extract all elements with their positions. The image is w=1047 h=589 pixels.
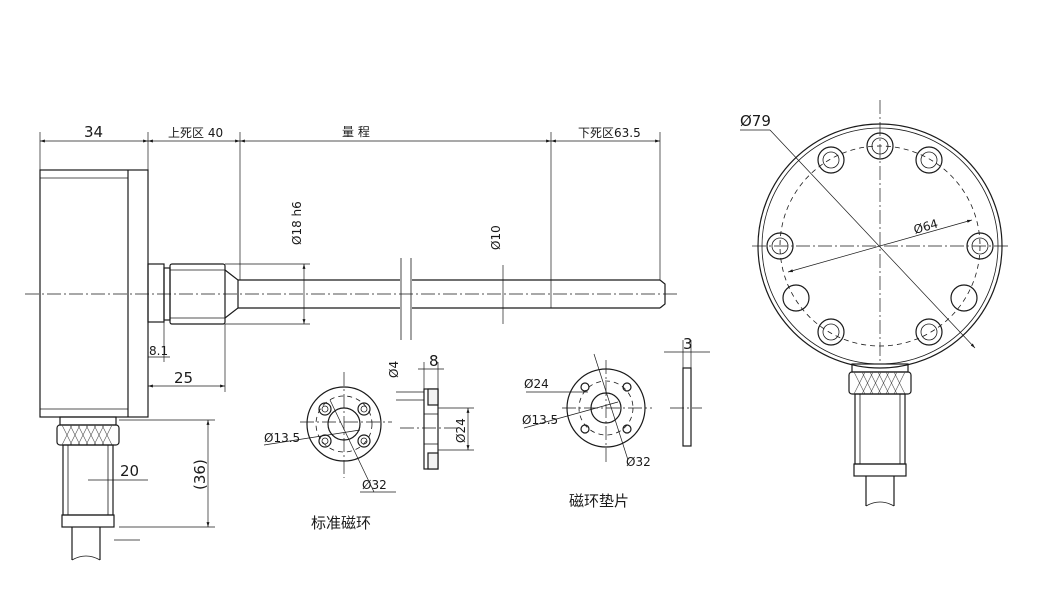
housing-body bbox=[39, 169, 149, 418]
shim-d13-5: Ø13.5 bbox=[522, 413, 558, 427]
dim-stroke: 量 程 bbox=[342, 124, 370, 139]
magnet-ring-shim: Ø24 Ø13.5 Ø32 磁环垫片 3 bbox=[522, 335, 710, 510]
std-ring-d32: Ø32 bbox=[362, 478, 387, 492]
side-dim-8: 8 bbox=[429, 352, 439, 370]
caption-shim: 磁环垫片 bbox=[569, 492, 629, 510]
flange-d64: Ø64 bbox=[912, 217, 940, 237]
std-ring-d13-5: Ø13.5 bbox=[264, 431, 300, 445]
caption-standard-ring: 标准磁环 bbox=[311, 514, 371, 532]
flange-d79: Ø79 bbox=[740, 112, 771, 130]
dim-rod-18: Ø18 h6 bbox=[290, 201, 304, 245]
standard-magnet-ring: Ø13.5 Ø32 标准磁环 8 Ø4 Ø24 bbox=[263, 352, 474, 532]
shim-thickness-3: 3 bbox=[683, 335, 693, 353]
dim-25: 25 bbox=[174, 369, 193, 387]
dim-36: (36) bbox=[191, 459, 209, 490]
dim-dead-bottom: 下死区63.5 bbox=[578, 126, 641, 140]
dim-rod-10: Ø10 bbox=[489, 225, 503, 250]
flange-outer-d79 bbox=[757, 123, 1003, 369]
sensor-side-view: 34 上死区 40 量 程 下死区63.5 Ø18 h6 Ø10 8.1 25 bbox=[25, 123, 680, 561]
side-dim-d24: Ø24 bbox=[454, 418, 468, 443]
knurled-nut bbox=[56, 424, 120, 446]
side-dim-d4: Ø4 bbox=[387, 361, 401, 378]
dim-34: 34 bbox=[84, 123, 103, 141]
dim-20: 20 bbox=[120, 462, 139, 480]
dim-dead-top: 上死区 40 bbox=[168, 126, 223, 140]
shim-d24: Ø24 bbox=[524, 377, 549, 391]
shim-d32: Ø32 bbox=[626, 455, 651, 469]
dim-8-1: 8.1 bbox=[149, 344, 168, 358]
sensor-front-view: Ø64 Ø79 bbox=[740, 100, 1010, 507]
